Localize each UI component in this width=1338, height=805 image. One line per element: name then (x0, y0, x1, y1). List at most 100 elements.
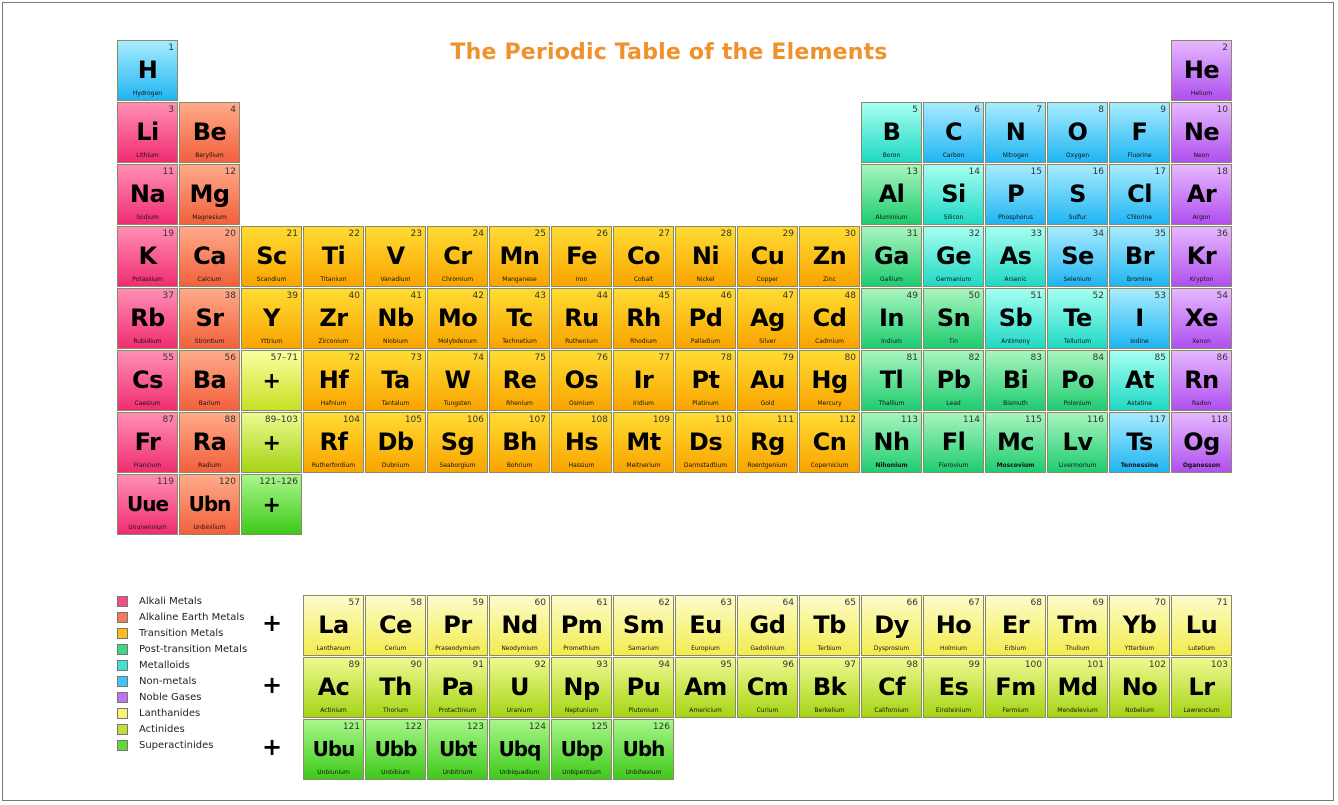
series-placeholder-cell[interactable]: 89–103+ (241, 412, 302, 473)
series-placeholder-cell[interactable]: 57–71+ (241, 350, 302, 411)
series-placeholder-cell[interactable]: 121–126+ (241, 474, 302, 535)
